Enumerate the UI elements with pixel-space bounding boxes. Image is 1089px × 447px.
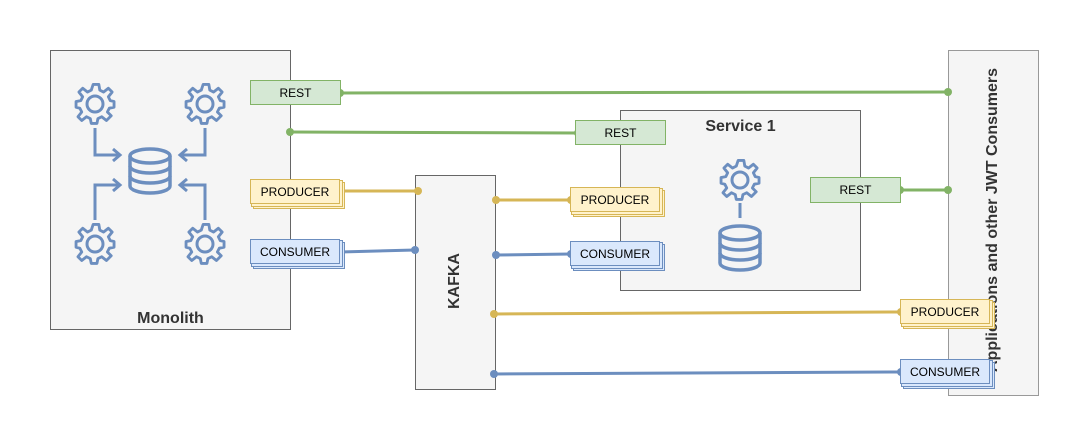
gear-icon: [719, 158, 761, 201]
consumer-connector-endpoint: [490, 370, 498, 378]
arrow-icon: [93, 128, 207, 220]
rest-connector-monolith-service1: [289, 130, 579, 135]
gear-icon: [184, 82, 226, 125]
producer-connector-endpoint: [492, 196, 500, 204]
producer-connector-endpoint: [414, 187, 422, 195]
database-icon: [128, 147, 172, 195]
service1-rest-out-tag: REST: [810, 177, 901, 203]
gear-icon: [184, 222, 226, 265]
apps-container: [948, 50, 1039, 396]
rest-connector-endpoint: [944, 186, 952, 194]
producer-connector-kafka-apps: [493, 310, 902, 316]
apps-producer-tag: PRODUCER: [900, 299, 990, 324]
monolith-title: Monolith: [137, 310, 204, 327]
service1-rest-in-tag: REST: [575, 120, 666, 145]
monolith-consumer-tag: CONSUMER: [250, 239, 340, 264]
producer-connector-endpoint: [490, 310, 498, 318]
kafka-container: [415, 175, 496, 390]
consumer-connector-kafka-apps: [493, 370, 902, 376]
rest-connector-endpoint: [286, 128, 294, 136]
monolith-producer-tag: PRODUCER: [250, 179, 340, 204]
service1-title: Service 1: [705, 118, 776, 135]
consumer-connector-kafka-service1: [495, 252, 572, 257]
rest-connector-monolith-apps: [339, 90, 949, 95]
monolith-rest-tag: REST: [250, 80, 341, 105]
gear-icon: [74, 82, 116, 125]
gear-icon: [74, 222, 116, 265]
consumer-connector-monolith-kafka: [339, 248, 416, 254]
database-icon: [718, 224, 762, 272]
rest-connector-endpoint: [944, 88, 952, 96]
apps-consumer-tag: CONSUMER: [900, 359, 990, 384]
service1-producer-tag: PRODUCER: [570, 187, 660, 212]
consumer-connector-endpoint: [492, 251, 500, 259]
consumer-connector-endpoint: [411, 246, 419, 254]
service1-consumer-tag: CONSUMER: [570, 241, 660, 266]
